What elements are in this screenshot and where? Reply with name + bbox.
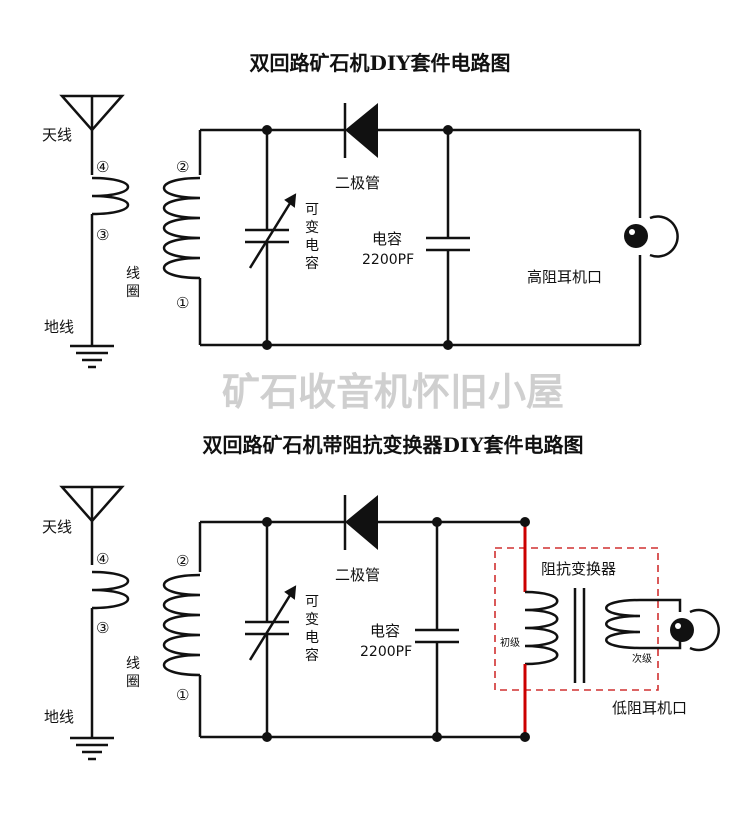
- transformer-core: [573, 588, 586, 683]
- variable-capacitor: [245, 130, 297, 345]
- watermark: 矿石收音机怀旧小屋: [222, 370, 564, 414]
- terminal-2: ②: [176, 158, 189, 176]
- antenna-label-2: 天线: [42, 518, 72, 536]
- ground-label-2: 地线: [44, 708, 74, 726]
- ground-symbol: [70, 344, 114, 369]
- secondary-winding: [605, 598, 641, 650]
- antenna-label: 天线: [42, 126, 72, 144]
- diagram-2: 双回路矿石机带阻抗变换器DIY套件电路图 天线 ④ ③ 地线 ② ① 线 圈: [42, 433, 720, 761]
- coil-label-1: 线: [126, 266, 140, 282]
- diode: [343, 103, 378, 158]
- capacitor-label: 电容: [372, 230, 402, 248]
- antenna-coil: [91, 176, 129, 216]
- varcap-label-2-3: 电: [305, 630, 319, 646]
- primary-label: 初级: [500, 636, 520, 649]
- capacitor-value: 2200PF: [362, 252, 414, 268]
- terminal-3-2: ③: [96, 619, 109, 637]
- diode-2: [343, 495, 378, 550]
- diode-label: 二极管: [335, 174, 380, 192]
- coil-label-2: 圈: [126, 284, 140, 300]
- primary-winding: [524, 590, 559, 666]
- antenna-symbol: [59, 94, 125, 175]
- varcap-label-2-2: 变: [305, 612, 319, 628]
- diagram-1: 双回路矿石机DIY套件电路图 天线 ④ ③ 地线 ② ① 线 圈: [42, 51, 679, 369]
- transformer-label: 阻抗变换器: [541, 560, 616, 578]
- diagram-2-title: 双回路矿石机带阻抗变换器DIY套件电路图: [203, 433, 584, 457]
- terminal-1: ①: [176, 294, 189, 312]
- diagram-1-title: 双回路矿石机DIY套件电路图: [250, 51, 511, 75]
- earphone-label-2: 低阻耳机口: [612, 699, 687, 717]
- antenna-coil-2: [91, 570, 129, 610]
- capacitor-value-2: 2200PF: [360, 644, 412, 660]
- terminal-1-2: ①: [176, 686, 189, 704]
- varcap-label-2-4: 容: [305, 647, 319, 664]
- transformer-box: [494, 547, 659, 691]
- ground-label: 地线: [44, 318, 74, 336]
- capacitor-label-2: 电容: [370, 622, 400, 640]
- main-coil-2: [163, 573, 201, 677]
- varcap-label-3: 电: [305, 238, 319, 254]
- earphone-jack-icon: [624, 215, 679, 258]
- earphone-label: 高阻耳机口: [527, 268, 602, 286]
- varcap-label-1: 可: [305, 202, 319, 218]
- terminal-2-2: ②: [176, 552, 189, 570]
- earphone-jack-icon-2: [670, 608, 720, 652]
- ground-symbol-2: [70, 736, 114, 761]
- coil-label-2b: 圈: [126, 674, 140, 690]
- capacitor: [426, 130, 470, 345]
- coil-label-2a: 线: [126, 656, 140, 672]
- terminal-3: ③: [96, 226, 109, 244]
- secondary-label: 次级: [632, 652, 652, 665]
- terminal-4-2: ④: [96, 550, 109, 568]
- terminal-4: ④: [96, 158, 109, 176]
- varcap-label-4: 容: [305, 255, 319, 272]
- varcap-label-2: 变: [305, 220, 319, 236]
- variable-capacitor-2: [245, 522, 297, 737]
- capacitor-2: [415, 522, 459, 737]
- main-coil: [163, 176, 201, 280]
- antenna-symbol-2: [59, 485, 125, 565]
- diode-label-2: 二极管: [335, 566, 380, 584]
- varcap-label-2-1: 可: [305, 594, 319, 610]
